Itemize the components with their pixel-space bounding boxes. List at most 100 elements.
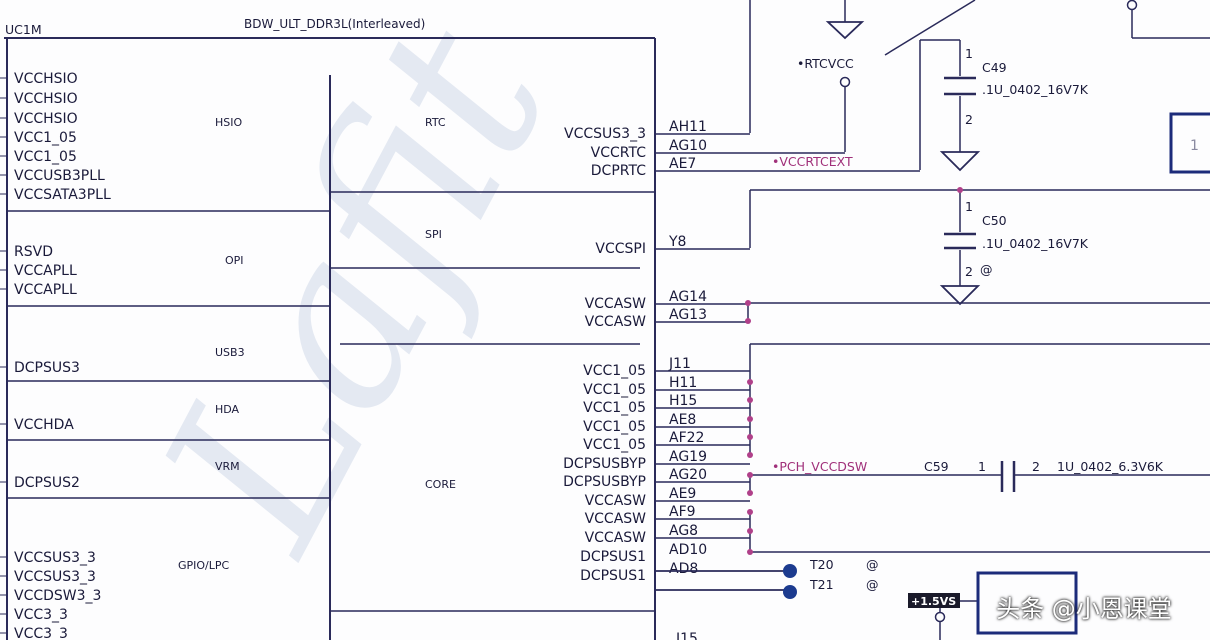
offsheet-connector-label: 1 — [1190, 138, 1199, 154]
ground-icon — [825, 21, 865, 40]
t21-ref: T21 — [809, 577, 834, 592]
offsheet-connector-box — [1169, 112, 1210, 174]
t20-ref: T20 — [809, 557, 834, 572]
section-label-left: OPI — [225, 254, 244, 267]
ic-title: BDW_ULT_DDR3L(Interleaved) — [244, 17, 425, 31]
left-pin-name: DCPSUS2 — [14, 475, 80, 491]
left-pin-name: VCCSUS3_3 — [14, 569, 96, 585]
left-pin-name: VCCHSIO — [14, 111, 78, 127]
c50-ref: C50 — [982, 213, 1007, 228]
section-label-left: VRM — [215, 460, 240, 473]
junction-dot — [747, 472, 753, 478]
ball-label: H11 — [669, 375, 697, 391]
c49-ref: C49 — [982, 60, 1007, 75]
junction-dot — [747, 509, 753, 515]
c59-ref: C59 — [924, 459, 949, 474]
left-pin-name: VCC1_05 — [14, 149, 77, 165]
left-pin-name: VCCHSIO — [14, 71, 78, 87]
junction-dot — [747, 434, 753, 440]
ball-label: Y8 — [668, 234, 686, 250]
capacitor-c49-symbol — [944, 76, 976, 96]
right-pin-name: DCPRTC — [591, 163, 646, 179]
ball-label: AE9 — [669, 486, 696, 502]
watermark-text: 头条 @小恩课堂 — [996, 594, 1172, 623]
junction-dot — [745, 300, 751, 306]
rail-label-1-5vs: +1.5VS — [911, 595, 956, 608]
c59-pin1: 1 — [978, 459, 986, 474]
ic-designator: UC1M — [5, 22, 42, 37]
left-pin-group: VCCHSIOVCCHSIOVCCHSIOVCC1_05VCC1_05VCCUS… — [14, 71, 111, 640]
section-label-left: GPIO/LPC — [178, 559, 230, 572]
right-pin-name: VCCSPI — [595, 241, 646, 257]
left-pin-name: RSVD — [14, 244, 53, 260]
ball-label: H15 — [669, 393, 697, 409]
ball-label: AG19 — [669, 449, 707, 465]
c49-pin2: 2 — [965, 112, 973, 127]
component-box-bottom — [976, 571, 1078, 635]
left-pin-name: VCCDSW3_3 — [14, 588, 101, 604]
c50-pin2: 2 — [965, 264, 973, 279]
t21-mark: @ — [866, 577, 879, 592]
junction-dot — [747, 490, 753, 496]
left-pin-name: VCCSUS3_3 — [14, 550, 96, 566]
ball-label: J11 — [668, 356, 691, 372]
junction-dot — [747, 549, 753, 555]
section-label-left: USB3 — [215, 346, 245, 359]
c50-value: .1U_0402_16V7K — [982, 236, 1089, 251]
rail-tag-background — [908, 593, 960, 608]
ic-body — [4, 37, 656, 640]
ground-icon — [939, 151, 981, 172]
diagonal-watermark: Lafit — [111, 0, 600, 589]
right-pin-name: VCCASW — [585, 314, 647, 330]
right-pin-name: VCC1_05 — [583, 363, 646, 379]
left-pin-name: VCC3_3 — [14, 626, 68, 640]
right-pin-name: VCC1_05 — [583, 419, 646, 435]
right-pin-name: VCCASW — [585, 493, 647, 509]
ball-label: AG20 — [669, 467, 707, 483]
test-point-t21-icon — [783, 585, 797, 599]
junction-dot — [957, 187, 963, 193]
net-label-pch-vccdsw: •PCH_VCCDSW — [772, 459, 867, 474]
c59-pin2: 2 — [1032, 459, 1040, 474]
capacitor-c59-symbol — [1000, 461, 1016, 492]
left-pin-name: VCCHSIO — [14, 91, 78, 107]
ball-label: AF9 — [669, 504, 696, 520]
junction-dot — [747, 528, 753, 534]
ground-icon — [939, 285, 981, 306]
wiring — [655, 0, 1210, 640]
c49-pin1: 1 — [965, 46, 973, 61]
right-pin-name: VCCASW — [585, 296, 647, 312]
right-pin-name: VCC1_05 — [583, 382, 646, 398]
right-pin-name: DCPSUSBYP — [563, 474, 646, 490]
left-pin-name: VCC3_3 — [14, 607, 68, 623]
ball-label-partial: J15 — [675, 631, 698, 640]
ball-label: AF22 — [669, 430, 704, 446]
c59-value: 1U_0402_6.3V6K — [1057, 459, 1164, 474]
section-label-rtc: RTC — [425, 116, 446, 129]
left-pin-name: VCCAPLL — [14, 263, 77, 279]
c50-pin1: 1 — [965, 199, 973, 214]
right-pin-name: VCCRTC — [591, 145, 647, 161]
ball-label: AG8 — [669, 523, 698, 539]
left-pin-name: DCPSUS3 — [14, 360, 80, 376]
left-pin-name: VCCSATA3PLL — [14, 187, 111, 203]
ball-label: AG13 — [669, 307, 707, 323]
ball-label: AD10 — [669, 542, 707, 558]
net-port-icon — [1126, 0, 1138, 11]
section-label-left: HSIO — [215, 116, 242, 129]
left-pin-name: VCCHDA — [14, 417, 74, 433]
net-port-icon — [839, 76, 851, 88]
junction-dot — [745, 318, 751, 324]
left-pin-name: VCCAPLL — [14, 282, 77, 298]
test-point-t20-icon — [783, 564, 797, 578]
right-pin-name: VCC1_05 — [583, 437, 646, 453]
right-pin-name: DCPSUS1 — [580, 549, 646, 565]
junction-dot — [747, 379, 753, 385]
right-pin-name: VCCASW — [585, 530, 647, 546]
section-label-left: HDA — [215, 403, 240, 416]
c49-value: .1U_0402_16V7K — [982, 82, 1089, 97]
right-pin-name: DCPSUSBYP — [563, 456, 646, 472]
